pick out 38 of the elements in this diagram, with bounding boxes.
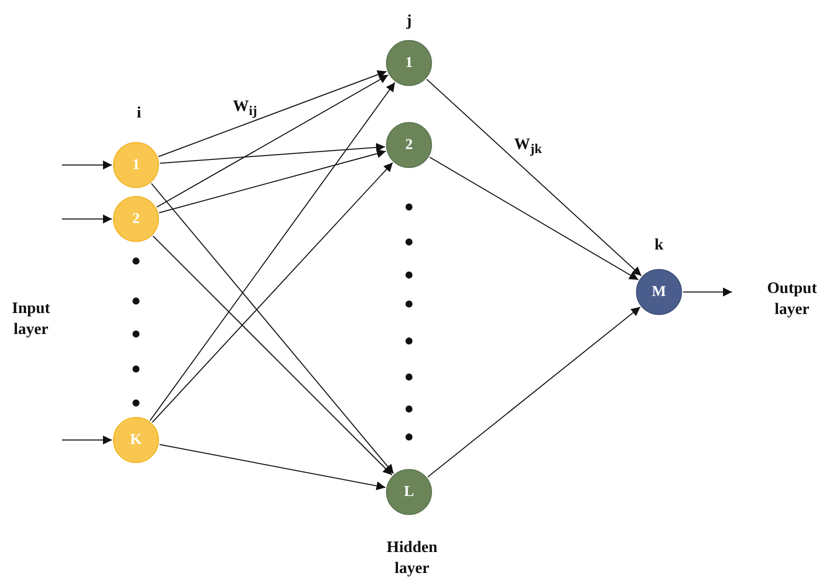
arrow [158,149,386,214]
layer-label: Output layer [766,279,818,320]
layer-label: Input layer [10,299,52,340]
layer-label: W$_{jk}$ [513,134,543,158]
arrow [62,160,112,170]
layer-label: Hidden layer [386,538,438,578]
arrow [150,182,394,474]
arrow [427,306,641,478]
arrow [159,444,386,490]
neuron-label: L [404,484,414,500]
arrow [152,162,394,423]
arrow [429,156,639,280]
neuron-label: 2 [132,210,140,228]
arrow [62,436,112,444]
input-neuron [113,142,159,188]
hidden-neuron [386,469,432,515]
layer-label: W$_{ij}$ [232,96,258,120]
input-neuron [113,196,159,242]
input-neuron [113,417,159,463]
layer-label: k [654,236,664,256]
arrow [682,288,732,296]
arrow [156,74,389,208]
arrow [158,70,388,158]
layer-label: j [405,12,413,32]
hidden-neuron [386,122,432,168]
output-neuron [636,269,682,315]
arrow [426,78,642,276]
arrow [159,142,386,164]
neuron-label: 2 [405,136,413,154]
arrow [62,214,112,224]
neuron-label: K [130,432,142,448]
layer-label: i [136,104,142,124]
neuron-label: 1 [405,54,413,72]
neuron-label: 1 [132,156,140,174]
arrow [150,82,396,422]
hidden-neuron [386,40,432,86]
neuron-label: M [652,284,666,300]
arrow [152,235,393,476]
